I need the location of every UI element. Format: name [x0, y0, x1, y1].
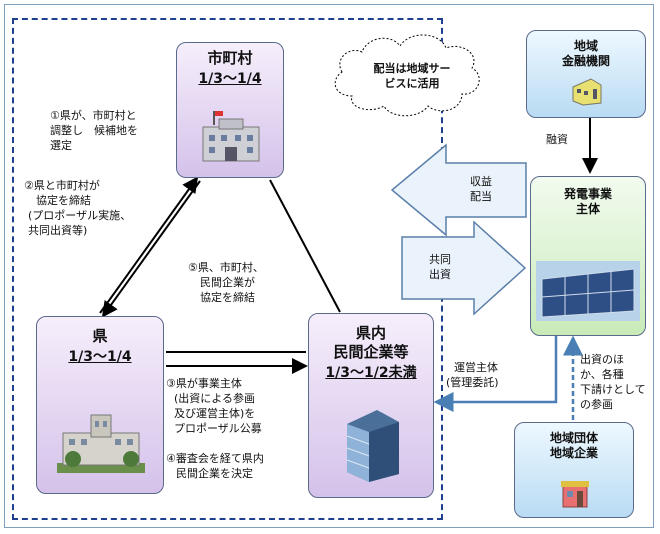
- step5-line: 民間企業が: [200, 276, 255, 289]
- step3-line: プロポーザル公募: [174, 422, 262, 435]
- local-line2: 地域企業: [549, 446, 598, 460]
- step3-note: ③県が事業主体 (出資による参画 及び運営主体)を プロポーザル公募: [166, 376, 262, 436]
- joint-label-line: 出資: [429, 268, 451, 281]
- solar-panel-icon: [536, 261, 640, 321]
- local-shop-icon: [561, 481, 589, 508]
- private-share: 1/3〜1/2未満: [325, 365, 417, 381]
- step3-line: 及び運営主体)を: [174, 407, 256, 420]
- revenue-arrow: [390, 143, 527, 237]
- local-groups-box: 地域団体 地域企業: [514, 422, 634, 518]
- diagram-frame: [4, 4, 654, 528]
- step2-line: 共同出資等): [28, 224, 88, 237]
- revenue-label-line: 配当: [470, 190, 492, 203]
- dividend-cloud-shape: [334, 34, 480, 117]
- step2-note: ②県と市町村が 協定を締結 (プロポーザル実施、 共同出資等): [24, 178, 131, 238]
- participation-label-line: の参画: [580, 398, 613, 411]
- participation-label-line: 下請けとして: [580, 383, 646, 396]
- municipality-share: 1/3〜1/4: [198, 71, 262, 87]
- loan-label: 融資: [546, 133, 568, 146]
- step5-line: ⑤県、市町村、: [188, 261, 264, 274]
- step4-line: ④審査会を経て県内: [166, 452, 264, 465]
- step5-line: 協定を締結: [200, 291, 255, 304]
- joint-label-line: 共同: [429, 253, 451, 266]
- management-label-line: 運営主体: [454, 361, 498, 374]
- bank-line2: 金融機関: [561, 54, 610, 68]
- participation-label: 出資のほ か、各種 下請けとして の参画: [580, 352, 646, 412]
- revenue-arrow-label: 収益 配当: [458, 174, 504, 204]
- line-municipality-private: [269, 179, 341, 313]
- private-company-box: 県内 民間企業等 1/3〜1/2未満: [308, 313, 434, 498]
- step3-line: ③県が事業主体: [166, 377, 242, 390]
- bank-line1: 地域: [573, 39, 598, 53]
- city-hall-icon: [202, 111, 260, 162]
- step4-line: 民間企業を決定: [176, 467, 253, 480]
- cloud-line1: 配当は地域サー: [373, 62, 451, 75]
- participation-label-line: 出資のほ: [580, 353, 624, 366]
- arrow-municipality-prefecture: [99, 176, 199, 314]
- revenue-label-line: 収益: [470, 175, 492, 188]
- step1-line: 調整し 候補地を: [50, 124, 138, 137]
- step4-note: ④審査会を経て県内 民間企業を決定: [166, 451, 264, 481]
- arrow-management: [433, 336, 558, 412]
- step5-note: ⑤県、市町村、 民間企業が 協定を締結: [188, 260, 264, 305]
- management-label-line: (管理委託): [446, 376, 499, 389]
- office-building-icon: [346, 410, 399, 482]
- power-line1: 発電事業: [563, 187, 612, 201]
- cloud-line2: ビスに活用: [384, 77, 440, 90]
- step2-line: 協定を締結: [36, 194, 91, 207]
- dividend-cloud-text: 配当は地域サー ビスに活用: [352, 61, 472, 91]
- joint-investment-arrow: [401, 220, 527, 316]
- power-line2: 主体: [575, 202, 600, 216]
- step2-line: ②県と市町村が: [24, 179, 100, 192]
- municipality-box: 市町村 1/3〜1/4: [176, 42, 284, 178]
- step3-line: (出資による参画: [174, 392, 255, 405]
- step1-note: ①県が、市町村と 調整し 候補地を 選定: [50, 108, 138, 153]
- power-company-box: 発電事業 主体: [530, 176, 646, 336]
- bank-building-icon: [572, 78, 602, 106]
- private-title-line2: 民間企業等: [333, 343, 409, 361]
- municipality-title: 市町村: [207, 49, 253, 67]
- prefecture-title: 県: [92, 327, 108, 345]
- private-title-line1: 県内: [355, 324, 386, 342]
- local-line1: 地域団体: [549, 431, 598, 445]
- step1-line: ①県が、市町村と: [50, 109, 137, 122]
- arrow-prefecture-municipality: [101, 180, 201, 318]
- joint-arrow-label: 共同 出資: [418, 252, 462, 282]
- prefecture-box: 県 1/3〜1/4: [36, 316, 164, 494]
- step1-line: 選定: [50, 139, 72, 152]
- management-label: 運営主体 (管理委託): [446, 360, 499, 390]
- step2-line: (プロポーザル実施、: [28, 209, 132, 222]
- prefectural-office-icon: [57, 414, 145, 473]
- participation-label-line: か、各種: [580, 368, 624, 381]
- prefecture-share: 1/3〜1/4: [68, 349, 132, 365]
- bank-box: 地域 金融機関: [526, 30, 646, 118]
